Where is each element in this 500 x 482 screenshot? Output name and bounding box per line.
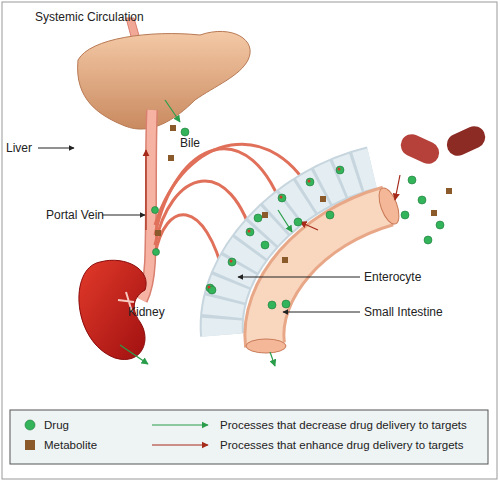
legend-text: Processes that decrease drug delivery to…: [220, 419, 467, 431]
intestine-opening: [246, 339, 286, 353]
leader-lines: [38, 148, 360, 312]
enhance-arrow: [145, 150, 146, 230]
drug-marks: [208, 168, 341, 289]
arrow-sample: [152, 424, 208, 425]
legend-text: Metabolite: [44, 439, 97, 451]
part-label: Bile: [180, 136, 200, 150]
legend-swatch: [24, 439, 36, 451]
legend-row: Processes that enhance drug delivery to …: [150, 439, 464, 451]
part-label: Portal Vein: [46, 208, 104, 222]
drug-dots: [152, 128, 445, 309]
legend-swatch: [24, 419, 36, 431]
part-label: Enterocyte: [364, 270, 421, 284]
portal-vein: [142, 110, 152, 300]
legend-text: Drug: [44, 419, 69, 431]
legend-text: Processes that enhance drug delivery to …: [220, 439, 464, 451]
metabolite-squares: [155, 125, 452, 263]
legend-line-sample: [150, 419, 212, 431]
legend-row: Processes that decrease drug delivery to…: [150, 419, 467, 431]
drug-swatch: [25, 420, 35, 430]
part-label: Systemic Circulation: [35, 10, 144, 24]
enhance-arrow: [300, 222, 318, 230]
legend-row: Metabolite: [24, 439, 97, 451]
part-label: Liver: [6, 141, 32, 155]
legend-line-sample: [150, 439, 212, 451]
intestine-opening: [375, 185, 403, 226]
liver-organ: [78, 31, 251, 129]
legend-row: Drug: [24, 419, 69, 431]
part-label: Small Intestine: [364, 305, 443, 319]
decrease-arrows: [120, 100, 292, 366]
frame: [2, 2, 497, 479]
part-label: Kidney: [128, 305, 165, 319]
portal-vein-outline: [142, 110, 152, 300]
legend-box: [10, 410, 488, 464]
arrow-sample: [152, 444, 208, 445]
enhance-arrow: [395, 175, 400, 200]
metabolite-swatch: [25, 440, 35, 450]
capsule: [397, 123, 489, 168]
